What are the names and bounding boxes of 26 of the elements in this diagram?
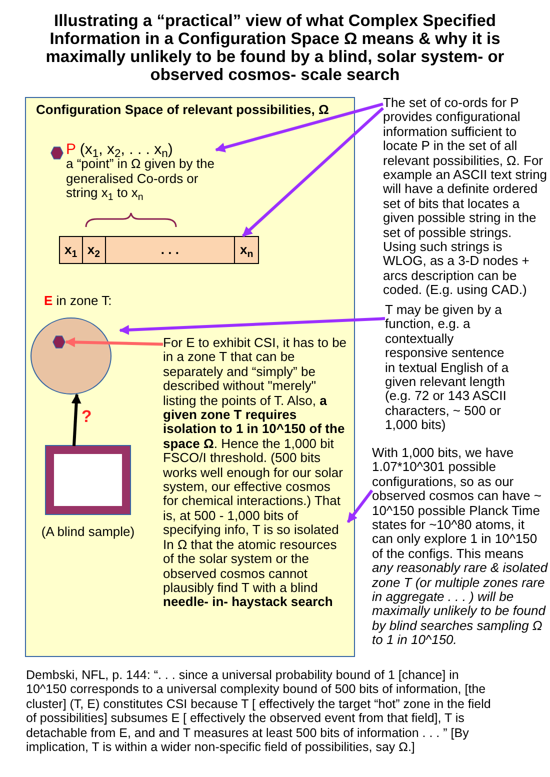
note-text: With 1,000 bits, we have 1.07*10^301 possible configurations, so as our observed cosmos can have ~ 10^150 possible Planck Time states for ~10^80 atoms, it can only explore 1 in 10^150 of the configs. This means any reasonably rare & isolated zone T (or multiple zones rare in aggregate . . . ) will be maximally unlikely to be found by blind searches sampling Ω to 1 in 10^150. [372, 446, 548, 648]
edge-label: ? [81, 408, 92, 426]
note-text: T may be given by a function, e.g. a contextually responsive sentence in textual English of a given relevant length (e.g. 72 or 143 ASCII characters, ~ 500 or 1,000 bits) [385, 303, 510, 433]
point-label: P [66, 141, 76, 158]
arrow [119, 317, 386, 335]
panel-heading: Configuration Space of relevant possibilities, Ω [36, 101, 329, 119]
note-text: For E to exhibit CSI, it has to be in a zone T that can be separately and “simply” be described without "merely" listing the points of T. Also, a given zone T requires isolation to 1 in 10^150 of the space Ω. Hence the 1,000 bit FSCO/I threshold. (500 bits works well enough for our solar system, our effective cosmos for chemical interactions.) That is, at 500 - 1,000 bits of specifying info, T is so isolated In Ω that the atomic resources of the solar system or the observed cosmos cannot plausibly find T with a blind needle- in- haystack search [163, 336, 348, 610]
bit-label: x$_{2}$ [87, 241, 100, 260]
string-bar [59, 236, 259, 264]
arrow [242, 107, 384, 238]
arrow [346, 489, 374, 524]
bit-label: x$_{n}$ [240, 241, 254, 260]
bit-label: . . . [160, 241, 179, 260]
event-label: E [44, 293, 53, 308]
configuration-space-panel [25, 97, 355, 657]
arrow [215, 102, 384, 152]
arrow [71, 394, 82, 446]
zone-heading: in zone T: [55, 293, 112, 308]
arrow [65, 337, 164, 348]
note-text: The set of co-ords for P provides configurational information sufficient to locate P in the set of all relevant possibilities, Ω. For example an ASCII text string will have a definite ordered set of bits that locates a given possible string in the set of possible strings. Using such strings is WLOG, as a 3-D nodes + arcs description can be coded. (E.g. using CAD.) [383, 96, 548, 298]
point-description: a “point” in Ω given by the generalised Co-ords or string x$_{1}$ to x$_{n}$ [66, 157, 216, 201]
caption: Dembski, NFL, p. 144: “. . . since a universal probability bound of 1 [chance] in 10^150 corresponds to a universal complexity bound of 500 bits of information, [the cluster] (T, E) constitutes CSI because T [ effectively the target “hot” zone in the field of possibilities] subsumes E [ effectively the observed event from that field], T is detachable from E, and and T measures at least 500 bits of information . . . ” [By implication, T is within a wider non-specific field of possibilities, say Ω.] [26, 668, 492, 754]
bit-label: x$_{1}$ [64, 241, 78, 260]
diagram-title: Illustrating a “practical” view of what Complex Specified Information in a Configuration Space Ω means & why it is maximally unlikely to be found by a blind, solar system- or observed cosmos- scale search [44, 12, 506, 84]
point-coordinates: (x$_{1}$, x$_{2}$, . . . x$_{n}$) [80, 141, 173, 158]
sample-caption: (A blind sample) [41, 523, 135, 541]
